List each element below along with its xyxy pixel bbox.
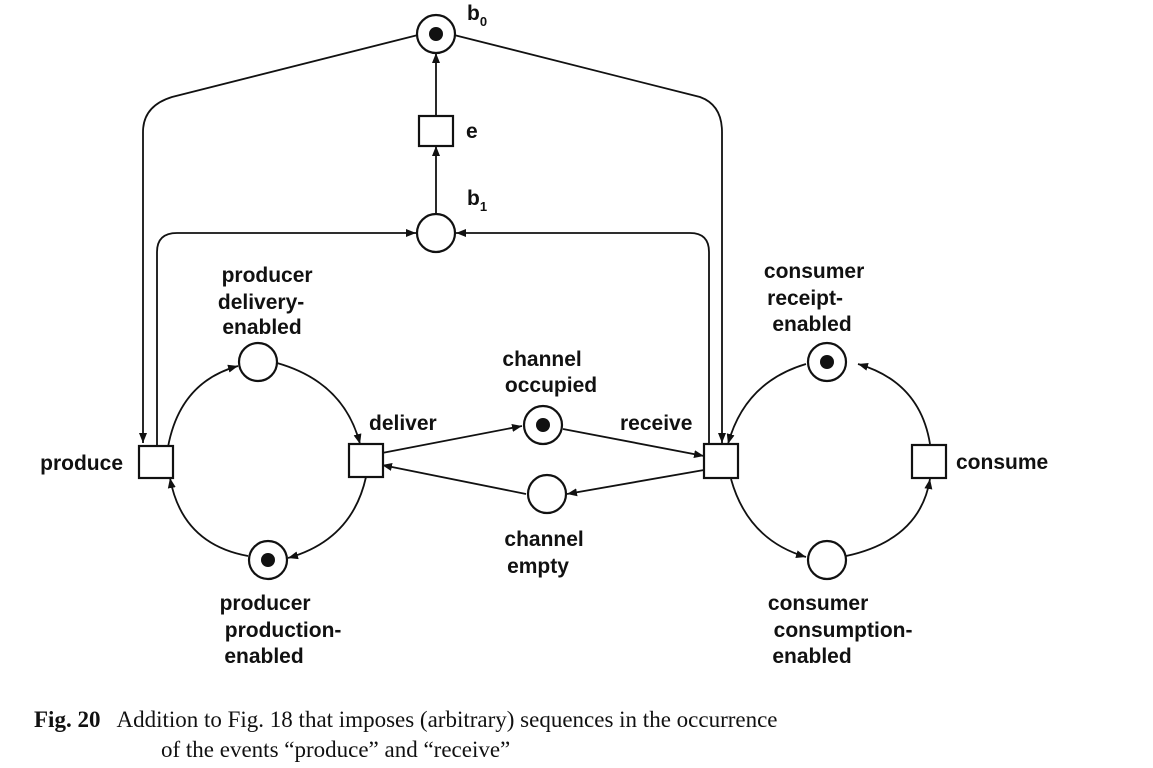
- label-b1: b1: [467, 187, 487, 214]
- label-channel-empty: channel empty: [504, 528, 589, 578]
- arc-deliver-to-channel-occupied: [381, 423, 523, 454]
- place-channel-empty: channel empty: [504, 473, 589, 578]
- transition-receive: receive: [620, 412, 740, 480]
- place-channel-occupied: channel occupied: [502, 348, 597, 446]
- figure-caption: Fig. 20 Addition to Fig. 18 that imposes …: [34, 705, 1134, 765]
- label-consumer-consumption-enabled: consumer consumption- enabled: [768, 592, 918, 668]
- arc-consumer-receipt-enabled-to-receive: [726, 363, 807, 445]
- transition-e: e: [417, 114, 478, 148]
- transition-produce: produce: [40, 444, 175, 480]
- place-consumer-consumption-enabled-circle: [806, 539, 848, 581]
- figure-number: Fig. 20: [34, 707, 101, 732]
- arc-receive-to-channel-empty: [566, 469, 705, 497]
- token-channel-occupied: [536, 418, 550, 432]
- arc-receive-to-consumer-consumption-enabled: [730, 478, 807, 559]
- arc-producer-production-enabled-to-produce: [167, 477, 249, 557]
- petri-net-diagram: b0 b1 producer delivery- enabled produce…: [40, 2, 1048, 668]
- place-producer-delivery-enabled-circle: [237, 341, 279, 383]
- place-b1: b1: [415, 187, 487, 254]
- arc-consume-to-consumer-receipt-enabled: [857, 362, 931, 445]
- arc-b0-to-receive: [453, 34, 726, 443]
- label-e: e: [466, 120, 478, 143]
- token-consumer-receipt-enabled: [820, 355, 834, 369]
- transition-consume-box: [910, 443, 948, 480]
- label-producer-production-enabled: producer production- enabled: [220, 592, 348, 668]
- arc-channel-empty-to-deliver: [381, 463, 527, 495]
- transition-deliver: deliver: [347, 412, 437, 479]
- arc-consumer-consumption-enabled-to-consume: [845, 478, 933, 557]
- place-producer-delivery-enabled: producer delivery- enabled: [218, 264, 319, 383]
- place-channel-empty-circle: [526, 473, 568, 515]
- arc-receive-to-b1: [456, 229, 710, 445]
- label-produce: produce: [40, 452, 123, 475]
- transition-consume: consume: [910, 443, 1048, 480]
- label-consume: consume: [956, 451, 1048, 474]
- caption-line-2: of the events “produce” and “receive”: [161, 737, 511, 762]
- label-b0: b0: [467, 2, 487, 29]
- transition-produce-box: [137, 444, 175, 480]
- arc-deliver-to-producer-production-enabled: [287, 476, 367, 560]
- arcs: [139, 34, 933, 560]
- arc-produce-to-producer-delivery-enabled: [167, 364, 239, 448]
- arc-producer-delivery-enabled-to-deliver: [276, 362, 362, 445]
- place-producer-production-enabled: producer production- enabled: [220, 539, 348, 668]
- arc-channel-occupied-to-receive: [562, 428, 705, 459]
- arc-b0-to-produce: [139, 34, 419, 443]
- token-producer-production-enabled: [261, 553, 275, 567]
- arc-produce-to-b1: [156, 229, 416, 445]
- label-producer-delivery-enabled: producer delivery- enabled: [218, 264, 319, 339]
- transition-receive-box: [702, 442, 740, 480]
- label-receive: receive: [620, 412, 692, 435]
- caption-line-1: Addition to Fig. 18 that imposes (arbitr…: [116, 707, 778, 732]
- place-b0: b0: [415, 2, 487, 55]
- label-channel-occupied: channel occupied: [502, 348, 597, 397]
- label-deliver: deliver: [369, 412, 437, 435]
- place-consumer-consumption-enabled: consumer consumption- enabled: [768, 539, 918, 668]
- label-consumer-receipt-enabled: consumer receipt- enabled: [764, 260, 870, 336]
- transition-e-box: [417, 114, 455, 148]
- place-consumer-receipt-enabled: consumer receipt- enabled: [764, 260, 870, 383]
- place-b1-circle: [415, 212, 457, 254]
- token-b0: [429, 27, 443, 41]
- transition-deliver-box: [347, 442, 385, 479]
